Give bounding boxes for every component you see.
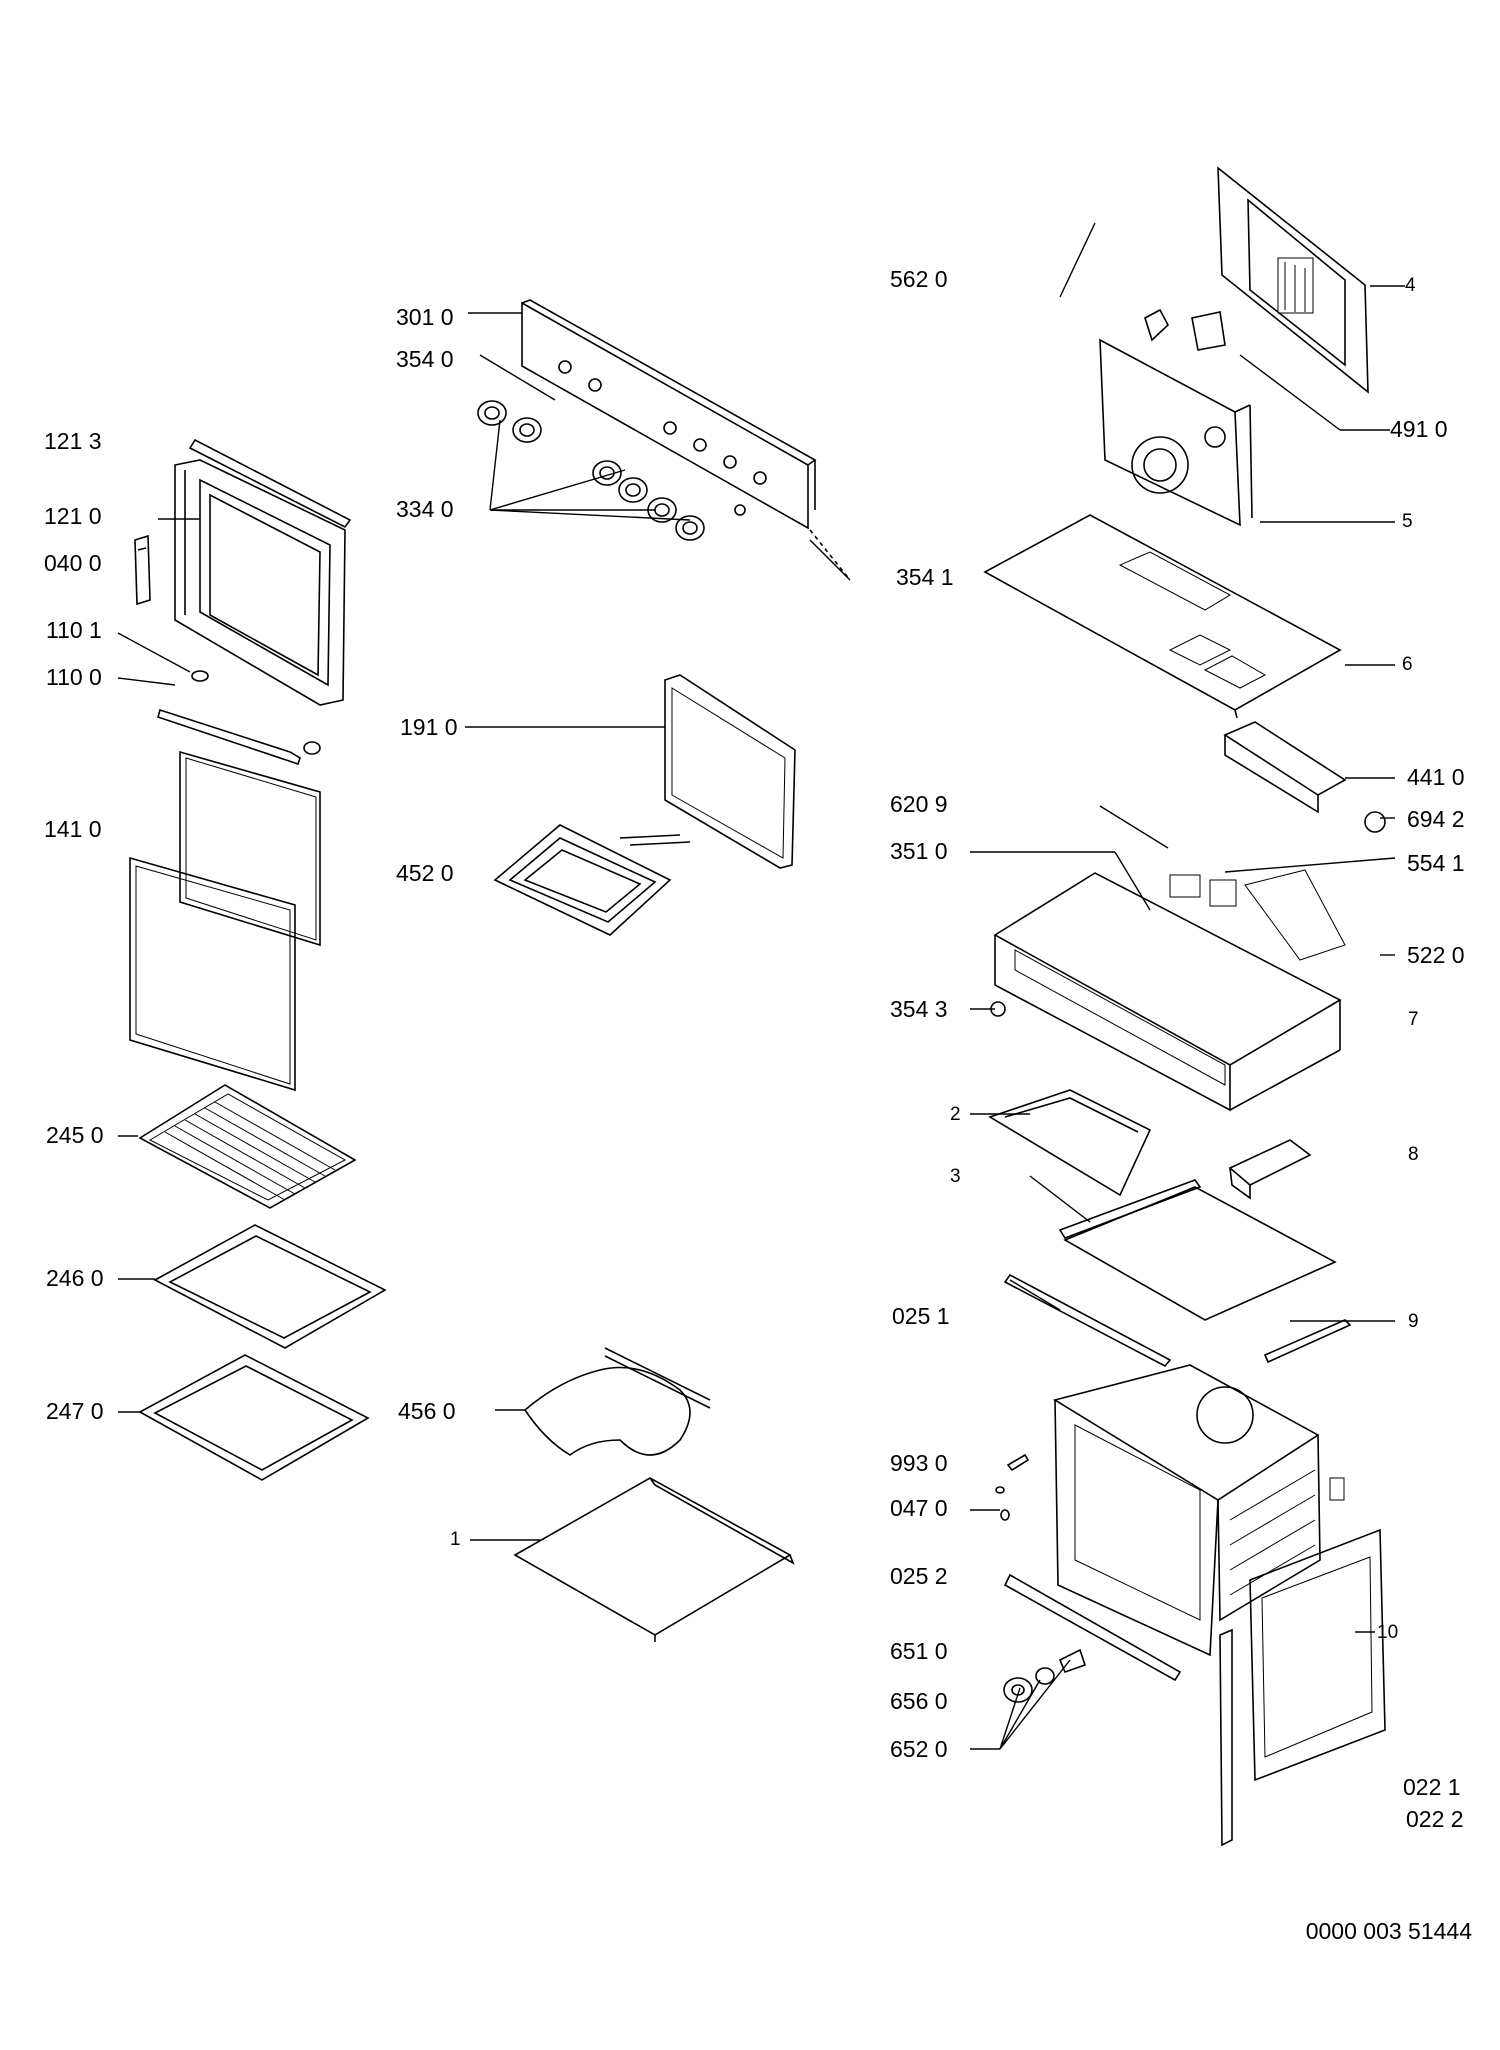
- part-label-452-0: 452 0: [396, 860, 454, 886]
- part-label-694-2: 694 2: [1407, 806, 1465, 832]
- leader-lines: [117, 222, 1405, 1750]
- part-label-047-0: 047 0: [890, 1495, 948, 1521]
- part-label-040-0: 040 0: [44, 550, 102, 576]
- part-label-562-0: 562 0: [890, 266, 948, 292]
- glass-panel-191: [664, 674, 796, 869]
- control-knobs: [477, 400, 705, 541]
- oven-rack-245: [138, 1084, 357, 1209]
- small-parts-993-047: [995, 1453, 1030, 1521]
- bottom-plate-1: [513, 1477, 795, 1642]
- baking-tray-246: [153, 1224, 387, 1349]
- oven-door-assembly: [129, 438, 352, 1092]
- part-label-110-1: 110 1: [46, 617, 102, 643]
- part-label-334-0: 334 0: [396, 496, 454, 522]
- part-label-656-0: 656 0: [890, 1688, 948, 1714]
- control-panel: [521, 299, 851, 581]
- part-label-4: 4: [1405, 275, 1416, 296]
- part-label-245-0: 245 0: [46, 1122, 104, 1148]
- rail-3: [1058, 1179, 1202, 1239]
- part-label-121-3: 121 3: [44, 428, 102, 454]
- baking-tray-247: [138, 1354, 370, 1481]
- part-label-456-0: 456 0: [398, 1398, 456, 1424]
- control-box-7: [990, 869, 1346, 1112]
- part-label-554-1: 554 1: [1407, 850, 1465, 876]
- part-label-025-1: 025 1: [892, 1303, 950, 1329]
- part-label-993-0: 993 0: [890, 1450, 948, 1476]
- part-label-354-3: 354 3: [890, 996, 948, 1022]
- top-plate-6: [983, 514, 1342, 719]
- plate-025-1: [1003, 1186, 1337, 1368]
- oven-cavity: [1052, 1364, 1345, 1657]
- heating-element-452: [493, 824, 691, 936]
- fan-cover-5: [1099, 338, 1253, 527]
- part-label-441-0: 441 0: [1407, 764, 1465, 790]
- fan-motor-441: [1223, 721, 1386, 833]
- part-label-247-0: 247 0: [46, 1398, 104, 1424]
- part-label-025-2: 025 2: [890, 1563, 948, 1589]
- heating-element-456: [523, 1347, 711, 1456]
- part-label-121-0: 121 0: [44, 503, 102, 529]
- part-label-246-0: 246 0: [46, 1265, 104, 1291]
- part-label-8: 8: [1408, 1144, 1419, 1165]
- module-8: [1228, 1139, 1312, 1200]
- part-label-1: 1: [450, 1529, 461, 1550]
- side-panel-10: [1219, 1528, 1386, 1847]
- part-label-022-1: 022 1: [1403, 1774, 1461, 1800]
- timer-knob-651: [1003, 1648, 1087, 1703]
- part-label-652-0: 652 0: [890, 1736, 948, 1762]
- part-label-354-0: 354 0: [396, 346, 454, 372]
- part-label-2: 2: [950, 1104, 961, 1125]
- part-label-301-0: 301 0: [396, 304, 454, 330]
- rail-025-2: [1003, 1573, 1182, 1682]
- part-label-491-0: 491 0: [1390, 416, 1448, 442]
- part-label-522-0: 522 0: [1407, 942, 1465, 968]
- part-label-354-1: 354 1: [896, 564, 954, 590]
- part-label-191-0: 191 0: [400, 714, 458, 740]
- part-label-7: 7: [1408, 1009, 1419, 1030]
- rod-9: [1263, 1319, 1352, 1364]
- part-label-651-0: 651 0: [890, 1638, 948, 1664]
- document-id: 0000 003 51444: [1305, 1918, 1472, 1944]
- part-label-022-2: 022 2: [1406, 1806, 1464, 1832]
- lamp-491: [1191, 311, 1226, 351]
- lamp-socket-562: [1144, 308, 1169, 342]
- part-label-110-0: 110 0: [46, 664, 102, 690]
- part-label-351-0: 351 0: [890, 838, 948, 864]
- part-label-6: 6: [1402, 654, 1413, 675]
- part-label-9: 9: [1408, 1311, 1419, 1332]
- bracket-2: [988, 1089, 1152, 1197]
- part-label-3: 3: [950, 1166, 961, 1187]
- part-label-10: 10: [1377, 1622, 1399, 1643]
- part-label-141-0: 141 0: [44, 816, 102, 842]
- rear-panel-4: [1217, 166, 1369, 394]
- part-label-5: 5: [1402, 511, 1413, 532]
- part-label-620-9: 620 9: [890, 791, 948, 817]
